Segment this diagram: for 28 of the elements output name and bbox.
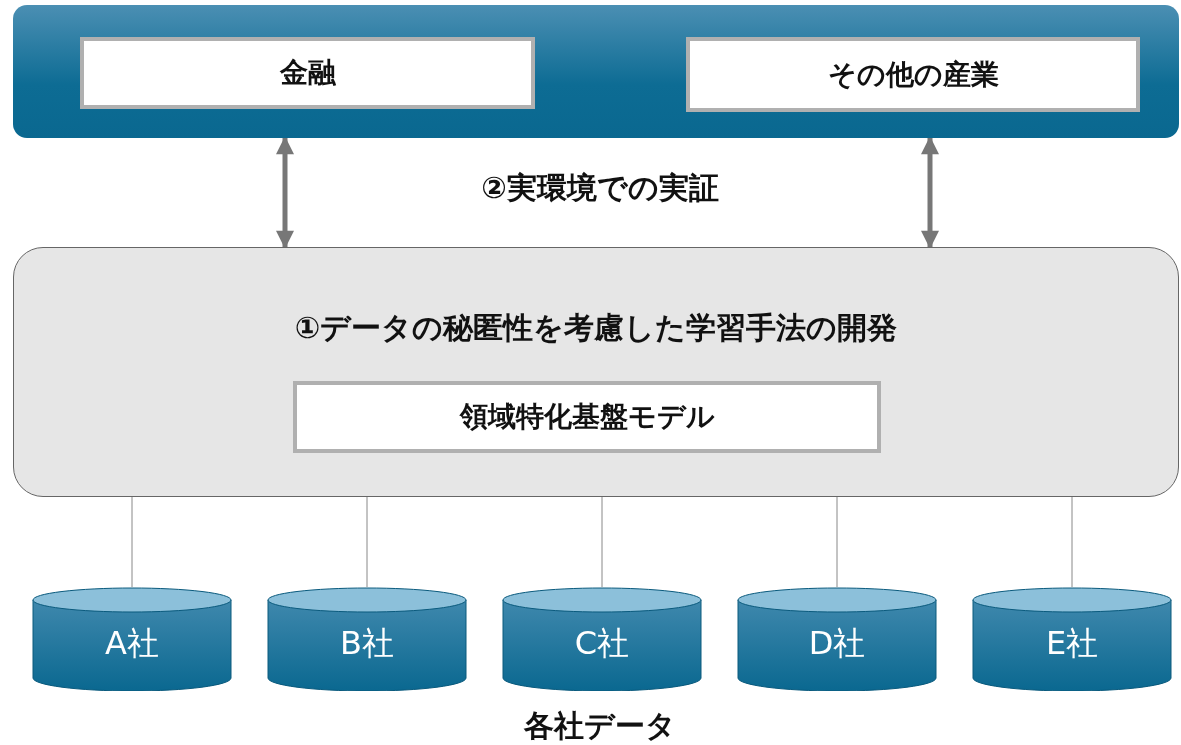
connector-line <box>131 496 133 588</box>
company-label: B社 <box>340 623 394 664</box>
panel-title: ①データの秘匿性を考慮した学習手法の開発 <box>294 309 898 347</box>
connector-line <box>1071 496 1073 588</box>
company-label: E社 <box>1045 623 1099 664</box>
database-cylinder <box>502 587 702 691</box>
caption-text: 各社データ <box>523 707 677 745</box>
text-box <box>686 37 1140 112</box>
database-cylinder <box>737 587 937 691</box>
header-band <box>13 5 1179 138</box>
company-label: D社 <box>808 623 866 664</box>
double-arrow <box>921 136 939 249</box>
database-cylinder <box>32 587 232 691</box>
database-cylinder <box>267 587 467 691</box>
box-label: その他の産業 <box>827 56 999 93</box>
box-label: 領域特化基盤モデル <box>459 399 715 435</box>
connector-line <box>366 496 368 588</box>
connector-line <box>601 496 603 588</box>
company-label: A社 <box>105 623 159 664</box>
caption-text: ②実環境での実証 <box>480 169 720 207</box>
database-cylinder <box>972 587 1172 691</box>
method-panel <box>13 247 1179 497</box>
text-box <box>293 381 881 453</box>
connector-line <box>836 496 838 588</box>
box-label: 金融 <box>279 55 336 91</box>
text-box <box>80 37 535 109</box>
double-arrow <box>276 136 294 249</box>
company-label: C社 <box>574 623 630 664</box>
